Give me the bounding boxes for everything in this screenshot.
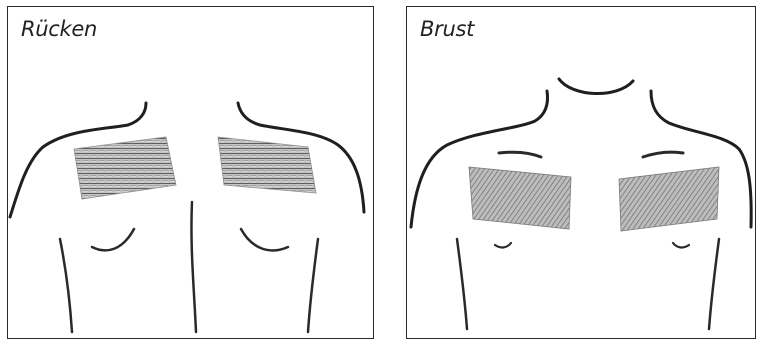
neck-outline — [559, 79, 633, 94]
back-panel: Rücken — [7, 6, 374, 339]
right-nipple-mark — [673, 243, 689, 247]
back-figure — [8, 7, 372, 337]
chest-figure — [407, 7, 754, 337]
chest-right-arm-line — [709, 239, 719, 329]
chest-right-hatched-area — [619, 167, 719, 231]
left-arm-line — [60, 239, 72, 332]
chest-left-arm-line — [457, 239, 467, 329]
left-clavicle-line — [499, 152, 541, 157]
left-nipple-mark — [495, 243, 511, 247]
back-left-hatched-area — [74, 137, 176, 199]
chest-panel: Brust — [406, 6, 756, 339]
spine-line — [191, 202, 196, 332]
right-scapula-line — [241, 229, 288, 250]
chest-left-hatched-area — [469, 167, 571, 229]
back-right-hatched-area — [218, 137, 316, 193]
right-clavicle-line — [643, 152, 683, 157]
right-arm-line — [308, 239, 318, 332]
left-scapula-line — [92, 229, 134, 250]
